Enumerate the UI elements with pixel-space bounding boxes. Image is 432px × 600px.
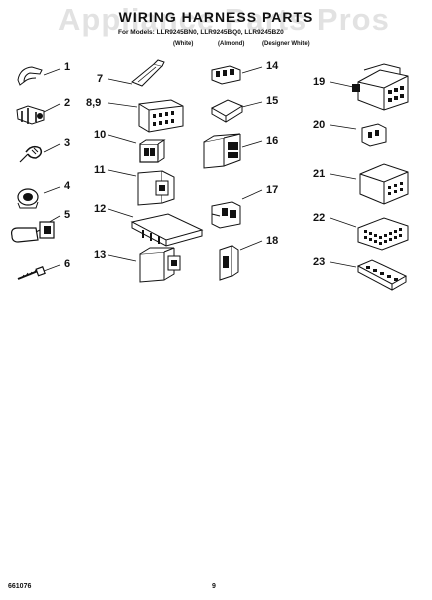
callout-1: 1 bbox=[64, 61, 71, 73]
callout-17: 17 bbox=[266, 184, 279, 196]
part-22-grid-connector bbox=[357, 217, 409, 251]
part-5-bracket bbox=[11, 221, 55, 243]
part-14-plug bbox=[211, 65, 241, 85]
callout-16: 16 bbox=[266, 135, 279, 147]
callout-2: 2 bbox=[64, 97, 71, 109]
callout-6: 6 bbox=[64, 258, 71, 270]
callout-8-9: 8,9 bbox=[86, 97, 102, 109]
part-16-connector-housing bbox=[203, 133, 241, 169]
part-7-connector-housing bbox=[131, 59, 165, 87]
callout-22: 22 bbox=[313, 212, 326, 224]
callout-12: 12 bbox=[94, 203, 107, 215]
color-label-white: (White) bbox=[173, 41, 194, 47]
callout-11: 11 bbox=[94, 164, 106, 176]
callout-13: 13 bbox=[94, 249, 107, 261]
callout-20: 20 bbox=[313, 119, 326, 131]
callout-18: 18 bbox=[266, 235, 279, 247]
part-11-connector-housing bbox=[137, 170, 175, 206]
part-2-clamp bbox=[16, 105, 45, 125]
part-15-cover bbox=[210, 99, 244, 123]
color-label-almond: (Almond) bbox=[218, 41, 245, 47]
part-13-connector-housing bbox=[139, 247, 181, 283]
callout-15: 15 bbox=[266, 95, 279, 107]
part-4-grommet bbox=[17, 188, 39, 209]
page-number: 9 bbox=[212, 583, 216, 590]
callout-3: 3 bbox=[64, 137, 71, 149]
callout-14: 14 bbox=[266, 60, 279, 72]
callout-23: 23 bbox=[313, 256, 326, 268]
callout-5: 5 bbox=[64, 209, 71, 221]
callout-4: 4 bbox=[64, 180, 71, 192]
document-number: 661076 bbox=[8, 583, 32, 590]
watermark-text: Appliance Parts Pros bbox=[58, 2, 390, 37]
callout-10: 10 bbox=[94, 129, 107, 141]
part-6-screw bbox=[17, 266, 46, 280]
part-10-small-connector bbox=[139, 139, 166, 163]
part-12-terminal-strip bbox=[130, 213, 204, 247]
callout-7: 7 bbox=[97, 73, 104, 85]
part-17-connector bbox=[211, 201, 241, 229]
model-list: For Models: LLR9245BN0, LLR9245BQ0, LLR9… bbox=[118, 29, 284, 36]
callout-19: 19 bbox=[313, 76, 326, 88]
part-20-small-connector bbox=[361, 123, 387, 147]
part-21-block-connector bbox=[359, 163, 409, 205]
color-label-designer-white: (Designer White) bbox=[262, 41, 310, 47]
part-18-connector-housing bbox=[219, 245, 239, 281]
page-title: WIRING HARNESS PARTS bbox=[118, 9, 314, 25]
callout-21: 21 bbox=[313, 168, 326, 180]
part-23-terminal-block bbox=[356, 259, 408, 291]
part-1-wire-clip bbox=[17, 66, 43, 86]
part-19-multi-pin-connector bbox=[352, 63, 409, 111]
part-8-9-connector-block bbox=[138, 99, 184, 133]
part-3-wire-tie bbox=[19, 145, 43, 163]
